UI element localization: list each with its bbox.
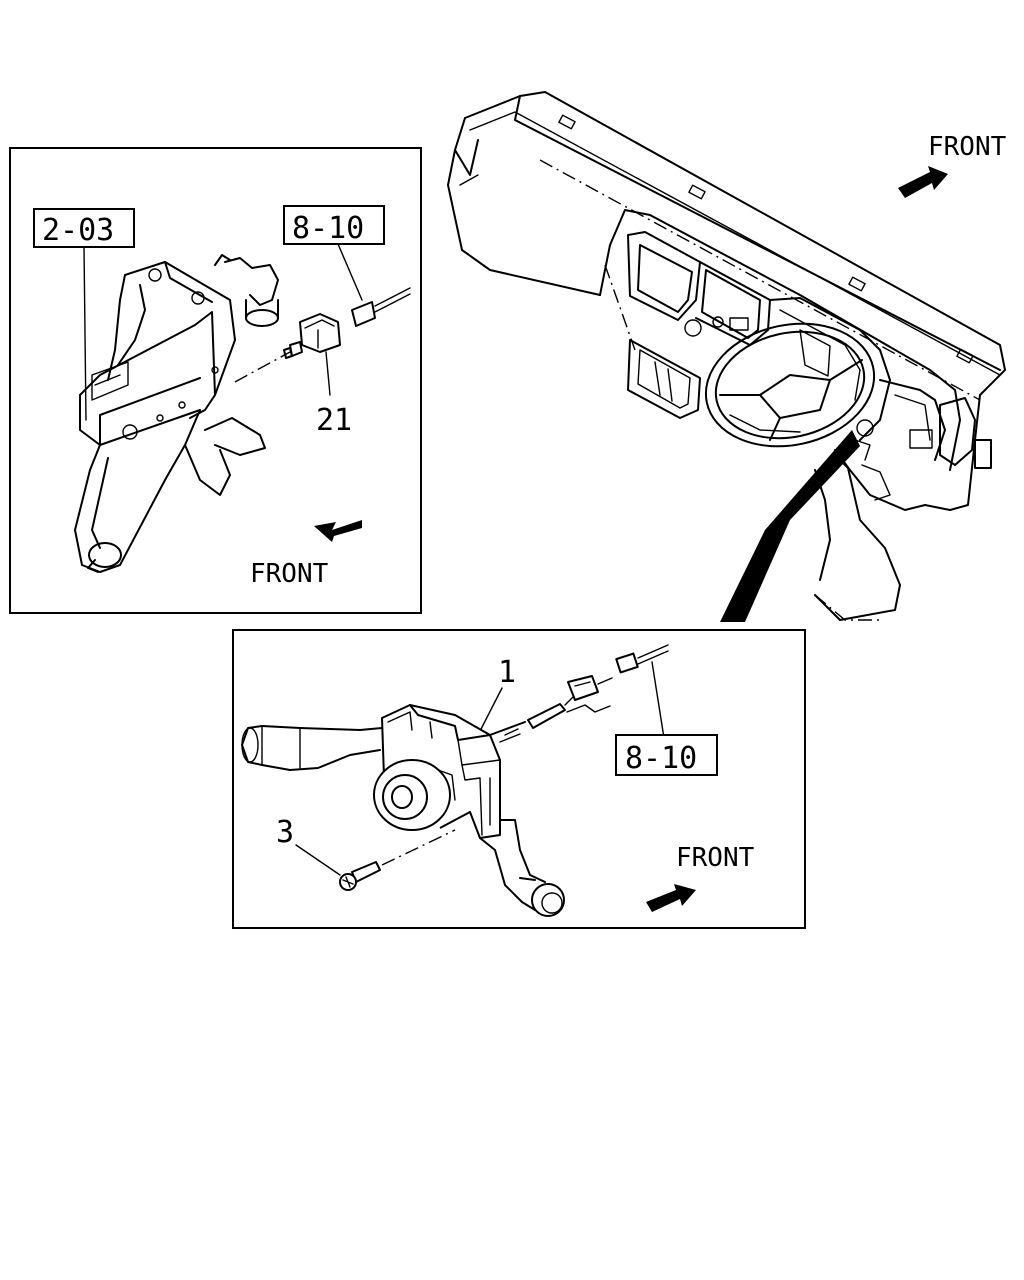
ref-label-2-03: 2-03: [42, 213, 114, 248]
panel-frame-bottom: [232, 629, 806, 929]
combination-switch-panel: 1: [232, 629, 806, 929]
front-label-bottom: FRONT: [676, 843, 755, 873]
ref-label-8-10-bottom: 8-10: [625, 741, 697, 776]
harness-connector: [567, 675, 599, 701]
panel-frame-left: [9, 147, 422, 614]
part-number-21: 21: [316, 403, 352, 438]
front-arrow-top: FRONT: [898, 132, 1007, 198]
brake-pedal-panel: 2-03 8-10: [9, 147, 422, 614]
front-arrow-bottom: [646, 884, 696, 912]
ref-box-8-10-top: [283, 205, 385, 245]
front-label-top: FRONT: [928, 132, 1007, 162]
stop-light-switch: [299, 313, 341, 353]
front-arrow-icon: [898, 166, 948, 198]
front-arrow-left-panel: [314, 520, 362, 542]
ref-label-8-10-top: 8-10: [292, 211, 364, 246]
dashboard-illustration: [447, 91, 1006, 622]
ref-box-8-10-bottom: [615, 734, 718, 776]
part-number-1: 1: [498, 655, 516, 690]
part-number-3: 3: [276, 815, 294, 850]
front-label-left-panel: FRONT: [250, 559, 329, 589]
